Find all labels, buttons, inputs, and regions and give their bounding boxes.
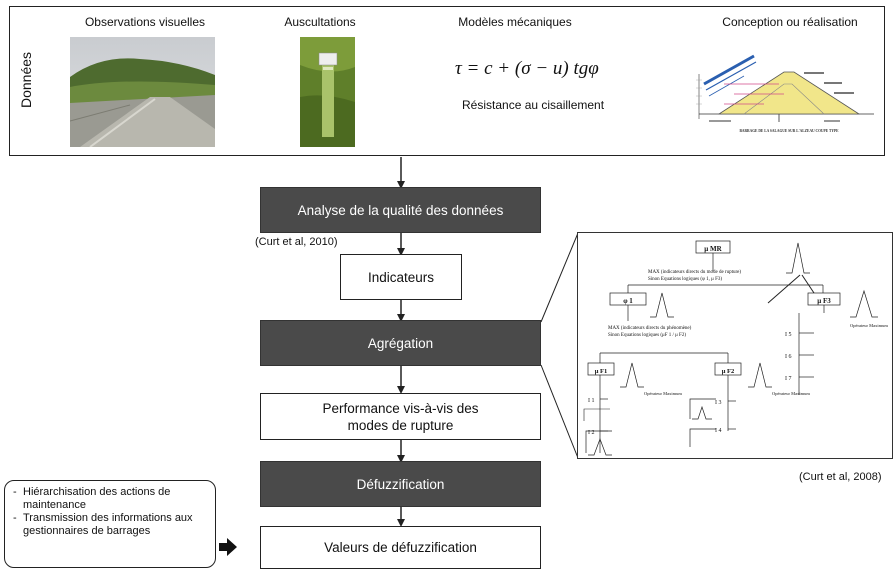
indicator-i7: I 7 (785, 376, 792, 382)
indicator-i5: I 5 (785, 332, 792, 338)
reference-2010: (Curt et al, 2010) (255, 236, 338, 248)
indicator-i1: I 1 (588, 398, 595, 404)
node-phi: φ 1 (623, 297, 633, 305)
source-title-monitoring: Auscultations (284, 15, 356, 29)
shear-formula: τ = c + (σ − u) tgφ (455, 58, 599, 79)
dam-cross-section-drawing: BARRAGE DE LA SALAGUE SUR L'ALZEAU COUPE… (696, 54, 874, 133)
indicator-i2: I 2 (588, 430, 595, 436)
note-maintenance-prioritization: Hiérarchisation des actions de maintenan… (11, 486, 209, 512)
node-f1: μ F1 (595, 368, 608, 375)
svg-text:μ F3: μ F3 (817, 297, 831, 305)
step-aggregation: Agrégation (260, 320, 541, 366)
step-performance-line2: modes de rupture (347, 417, 454, 433)
node-root: μ MR (704, 245, 722, 253)
step-performance-line1: Performance vis-à-vis des (322, 400, 479, 416)
svg-text:Opérateur Maximum: Opérateur Maximum (772, 391, 810, 396)
indicator-i6: I 6 (785, 354, 792, 360)
drawing-caption: BARRAGE DE LA SALAGUE SUR L'ALZEAU COUPE… (739, 129, 839, 133)
output-arrow-icon (219, 538, 237, 556)
svg-text:μ MR: μ MR (704, 245, 722, 253)
output-actions-box: Hiérarchisation des actions de maintenan… (4, 480, 216, 568)
step-failure-mode-performance: Performance vis-à-vis des modes de ruptu… (260, 393, 541, 440)
svg-text:I 6: I 6 (785, 354, 792, 360)
svg-text:I 2: I 2 (588, 430, 595, 436)
node-f2: μ F2 (722, 368, 735, 375)
svg-text:μ F1: μ F1 (595, 368, 608, 375)
aggregation-tree-inset: μ MR MAX (indicateurs directs du mode de… (577, 232, 893, 459)
step-defuzzification-values: Valeurs de défuzzification (260, 526, 541, 569)
phi-rule-1: MAX (indicateurs directs du phénomène) (608, 326, 692, 331)
svg-text:I 5: I 5 (785, 332, 792, 338)
svg-text:Opérateur Maximum: Opérateur Maximum (850, 323, 888, 328)
svg-text:Opérateur Maximum: Opérateur Maximum (644, 391, 682, 396)
dam-photo-image (70, 37, 215, 147)
shear-caption: Résistance au cisaillement (462, 98, 605, 112)
step-data-quality-analysis: Analyse de la qualité des données (260, 187, 541, 233)
svg-text:φ 1: φ 1 (623, 297, 633, 305)
note-information-transmission: Transmission des informations aux gestio… (11, 512, 209, 538)
node-f3: μ F3 (817, 297, 831, 305)
root-rule-2: Sinon Equations logiques (φ 1, μ F3) (648, 277, 722, 282)
svg-text:I 1: I 1 (588, 398, 595, 404)
operator-f3: Opérateur Maximum (850, 323, 888, 328)
source-title-models: Modèles mécaniques (458, 15, 572, 29)
operator-f2: Opérateur Maximum (772, 391, 810, 396)
source-title-visual: Observations visuelles (84, 15, 206, 29)
source-title-design: Conception ou réalisation (722, 15, 858, 29)
operator-f1: Opérateur Maximum (644, 391, 682, 396)
svg-text:I 4: I 4 (715, 428, 722, 434)
svg-text:MAX (indicateurs directs du mo: MAX (indicateurs directs du mode de rupt… (648, 270, 741, 275)
svg-text:Sinon Equations logiques (μF 1: Sinon Equations logiques (μF 1 / μ F2) (608, 333, 686, 338)
svg-text:MAX (indicateurs directs du ph: MAX (indicateurs directs du phénomène) (608, 326, 692, 331)
indicator-i4: I 4 (715, 428, 722, 434)
svg-text:I 7: I 7 (785, 376, 792, 382)
monitoring-photo-image (300, 37, 355, 147)
step-defuzzification: Défuzzification (260, 461, 541, 507)
root-rule-1: MAX (indicateurs directs du mode de rupt… (648, 270, 741, 275)
step-indicators: Indicateurs (340, 254, 462, 300)
svg-text:I 3: I 3 (715, 400, 722, 406)
aggregation-tree-diagram: μ MR MAX (indicateurs directs du mode de… (583, 240, 888, 456)
svg-text:BARRAGE DE LA SALAGUE SUR L'AL: BARRAGE DE LA SALAGUE SUR L'ALZEAU COUPE… (739, 129, 839, 133)
indicator-i3: I 3 (715, 400, 722, 406)
reference-2008: (Curt et al, 2008) (799, 471, 882, 483)
svg-text:Sinon Equations logiques (φ 1,: Sinon Equations logiques (φ 1, μ F3) (648, 277, 722, 282)
phi-rule-2: Sinon Equations logiques (μF 1 / μ F2) (608, 333, 686, 338)
svg-text:μ F2: μ F2 (722, 368, 735, 375)
